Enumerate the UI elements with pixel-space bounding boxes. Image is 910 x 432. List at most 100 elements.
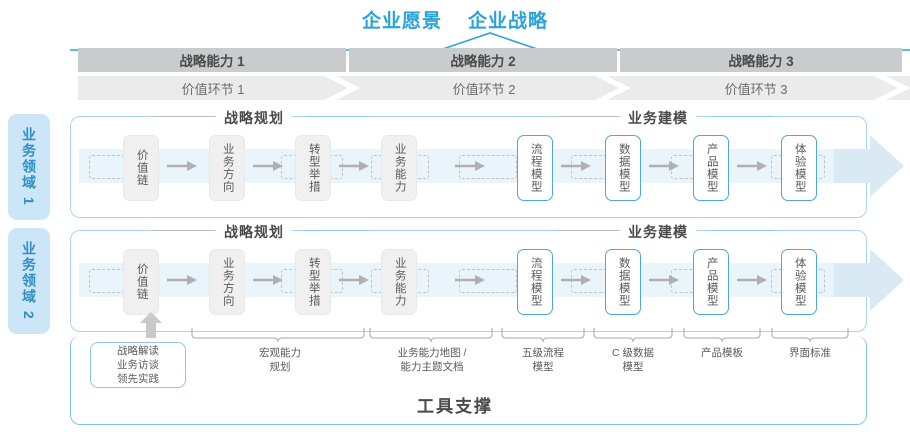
tool-box-line-2: 业务访谈 [117, 358, 159, 371]
row-2-modeling-box-3[interactable]: 产品模型 [693, 249, 729, 315]
capability-cell-3: 战略能力 3 [620, 48, 902, 72]
row-2-modeling-box-4[interactable]: 体验模型 [781, 249, 817, 315]
row-2-planning-box-2[interactable]: 业务方向 [209, 249, 245, 315]
row-1-planning-line-left [152, 116, 214, 118]
row-2-planning-box-4-label: 业务能力 [393, 257, 406, 307]
tool-support-title: 工具支撑 [417, 397, 493, 416]
process-row-1: 价值链 业务方向 转型举措 业务能力 流程模型 [70, 116, 904, 218]
process-row-2: 价值链 业务方向 转型举措 业务能力 流程模型 [70, 230, 904, 332]
value-chain-chevron-notches [324, 76, 910, 100]
brace-macro-capability [191, 328, 365, 342]
row-2-flow-arrowhead [834, 249, 904, 311]
tool-to-valuechain-arrow [140, 312, 162, 338]
row-2-planning-box-1-label: 价值链 [135, 263, 148, 301]
row-2-planning-line-left [152, 230, 214, 232]
tool-label-ui-standard: 界面标准 [768, 346, 852, 360]
row-2-modeling-box-2[interactable]: 数据模型 [605, 249, 641, 315]
domain-tab-1-label: 业务领域 1 [21, 127, 38, 207]
tool-box-line-3: 领先实践 [117, 373, 159, 386]
domain-tab-2: 业务领域 2 [8, 228, 50, 334]
brace-ui-standard [771, 328, 849, 342]
brace-data-model [593, 328, 673, 342]
row-1-modeling-box-3-label: 产品模型 [705, 143, 718, 193]
row-1-planning-box-2-label: 业务方向 [221, 143, 234, 193]
top-title-group: 企业愿景 企业战略 [0, 6, 910, 33]
tool-label-capability-map-line1: 业务能力地图 / [397, 347, 467, 359]
row-2-modeling-box-1[interactable]: 流程模型 [517, 249, 553, 315]
row-2-planning-box-1[interactable]: 价值链 [123, 249, 159, 315]
row-2-modeling-line-left [556, 230, 618, 232]
row-2-modeling-box-4-label: 体验模型 [793, 257, 806, 307]
row-2-planning-line-right [306, 230, 368, 232]
row-1-planning-box-4-label: 业务能力 [393, 143, 406, 193]
row-1-planning-title: 战略规划 [216, 108, 292, 128]
row-2-planning-box-4[interactable]: 业务能力 [381, 249, 417, 315]
row-1-arrow-5 [561, 161, 591, 171]
row-1-planning-line-right [306, 116, 368, 118]
row-1-modeling-box-2[interactable]: 数据模型 [605, 135, 641, 201]
tool-label-process-model-line2: 模型 [532, 361, 554, 374]
row-1-planning-box-2[interactable]: 业务方向 [209, 135, 245, 201]
tool-label-process-model: 五级流程 模型 [498, 346, 588, 374]
row-1-flow-arrowhead [834, 135, 904, 197]
capability-cell-1: 战略能力 1 [78, 48, 346, 72]
row-1-planning-box-4[interactable]: 业务能力 [381, 135, 417, 201]
row-1-planning-box-3-label: 转型举措 [307, 143, 320, 193]
row-1-arrow-3 [339, 161, 369, 171]
tool-label-data-model-line2: 模型 [622, 361, 644, 374]
row-1-arrow-4 [455, 161, 485, 171]
row-2-planning-box-3[interactable]: 转型举措 [295, 249, 331, 315]
row-2-arrow-3 [339, 275, 369, 285]
enterprise-strategy-title: 企业战略 [468, 11, 549, 32]
row-2-arrow-1 [167, 275, 197, 285]
brace-process-model [501, 328, 585, 342]
tool-label-macro-capability-line2: 规划 [269, 361, 291, 374]
tool-label-data-model-line1: C 级数据 [612, 347, 654, 359]
brace-capability-map [369, 328, 493, 342]
tool-label-capability-map-line2: 能力主题文档 [400, 361, 464, 374]
row-1-modeling-box-4-label: 体验模型 [793, 143, 806, 193]
row-2-modeling-line-right [712, 230, 774, 232]
row-1-arrow-1 [167, 161, 197, 171]
row-1-modeling-title: 业务建模 [620, 108, 696, 128]
row-1-modeling-box-4[interactable]: 体验模型 [781, 135, 817, 201]
tool-label-macro-capability: 宏观能力 规划 [222, 346, 338, 374]
row-1-modeling-line-right [712, 116, 774, 118]
tool-label-macro-capability-line1: 宏观能力 [259, 347, 301, 359]
capability-cell-2: 战略能力 2 [349, 48, 617, 72]
value-chain-row: 价值环节 1 价值环节 2 价值环节 3 [78, 76, 910, 100]
value-chain-cell-2: 价值环节 2 [452, 81, 516, 97]
tool-label-process-model-line1: 五级流程 [522, 347, 564, 359]
row-1-modeling-box-2-label: 数据模型 [617, 143, 630, 193]
tool-box-line-1: 战略解读 [117, 344, 159, 357]
row-1-modeling-box-3[interactable]: 产品模型 [693, 135, 729, 201]
row-2-modeling-box-2-label: 数据模型 [617, 257, 630, 307]
row-1-modeling-line-left [556, 116, 618, 118]
row-1-planning-box-1[interactable]: 价值链 [123, 135, 159, 201]
domain-tab-1: 业务领域 1 [8, 114, 50, 220]
tool-label-ui-standard-line1: 界面标准 [789, 347, 831, 359]
brace-product-template [683, 328, 761, 342]
row-2-planning-box-2-label: 业务方向 [221, 257, 234, 307]
row-2-arrow-2 [253, 275, 283, 285]
row-2-planning-title: 战略规划 [216, 222, 292, 242]
value-chain-cell-3: 价值环节 3 [724, 81, 788, 97]
tool-support-container [70, 336, 867, 425]
enterprise-vision-title: 企业愿景 [361, 11, 442, 32]
tool-box-strategy[interactable]: 战略解读 业务访谈 领先实践 [90, 342, 186, 388]
row-1-modeling-box-1[interactable]: 流程模型 [517, 135, 553, 201]
row-1-arrow-6 [649, 161, 679, 171]
value-chain-cell-1: 价值环节 1 [181, 81, 245, 97]
row-2-arrow-5 [561, 275, 591, 285]
row-2-modeling-box-3-label: 产品模型 [705, 257, 718, 307]
row-1-planning-box-3[interactable]: 转型举措 [295, 135, 331, 201]
row-2-arrow-4 [455, 275, 485, 285]
row-1-arrow-7 [737, 161, 767, 171]
tool-label-product-template: 产品模板 [680, 346, 764, 360]
row-2-arrow-6 [649, 275, 679, 285]
domain-tab-2-label: 业务领域 2 [21, 241, 38, 321]
tool-label-capability-map: 业务能力地图 / 能力主题文档 [352, 346, 512, 374]
row-2-modeling-title: 业务建模 [620, 222, 696, 242]
capability-bar-row: 战略能力 1 战略能力 2 战略能力 3 [78, 48, 902, 72]
